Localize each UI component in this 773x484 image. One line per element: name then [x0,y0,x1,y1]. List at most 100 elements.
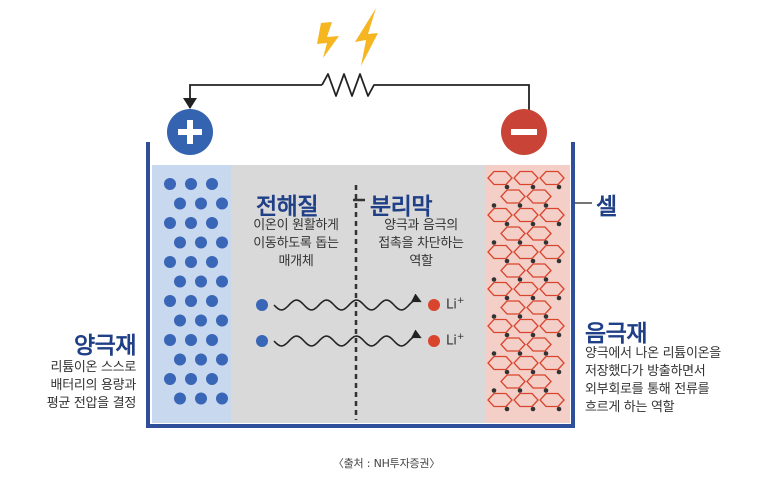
electrolyte-desc: 이온이 원활하게 이동하도록 돕는 매개체 [236,217,356,271]
ion-path-2 [256,329,440,347]
anode-dot [206,295,218,307]
lithium-site-dot [556,332,562,338]
electrolyte-desc-line: 매개체 [278,254,314,269]
ion-charge: + [456,332,465,342]
cell-container [146,142,575,428]
cathode-hexagon [487,207,513,223]
anode-dot [174,197,186,210]
minus-terminal [501,109,547,155]
resistor-icon [321,73,380,97]
lithium-site-dot [543,203,549,208]
anode-dot [206,217,218,229]
anode-dot [195,236,207,249]
lithium-site-dot [491,203,497,208]
anode-dot [216,314,228,327]
anode-dot [174,353,186,366]
anode-dot [195,392,207,405]
lithium-site-dot [543,240,549,245]
anode-dot [206,256,218,268]
cathode-hexagon [539,281,565,297]
anode-dot [164,295,176,307]
anode-dot [174,275,186,288]
anode-dot [164,373,176,385]
anode-dot [195,353,207,366]
cathode-hexagon [539,244,565,260]
cathode-hexagon [539,207,565,223]
cathode-material-desc: 리튬이온 스스로 배터리의 용량과 평균 전압을 결정 [20,359,137,413]
cathode-hexagon [513,392,539,408]
lightning-bolt-icon [317,8,378,66]
lithium-site-dot [504,332,510,338]
separator-desc-line: 접촉을 차단하는 [378,236,464,251]
cathode-hexagon [526,300,552,315]
lithium-site-dot [530,406,536,412]
cathode-hexagon-lattice [487,170,565,412]
lithium-site-dot [556,295,562,301]
anode-dot [216,236,228,249]
anode-material-title: 음극재 [585,321,647,347]
anode-dot [174,314,186,327]
anode-dot [185,178,197,190]
ion-label-2: Li+ [446,332,464,348]
lithium-site-dot [504,184,510,190]
lithium-site-dot [530,369,536,375]
anode-desc-line: 흐르게 하는 역할 [585,400,675,415]
lithium-site-dot [543,351,549,356]
lithium-site-dot [517,351,523,356]
separator-desc-line: 양극과 음극의 [384,218,458,233]
cathode-hexagon [487,355,513,371]
cathode-hexagon [526,189,552,204]
lithium-site-dot [517,314,523,319]
lithium-site-dot [491,314,497,319]
cathode-hexagon [513,281,539,297]
cathode-hexagon [513,355,539,371]
cathode-region [486,165,570,423]
cathode-hexagon [500,337,526,352]
electrolyte-title: 전해질 [256,194,318,220]
ion-end-dot [428,299,440,311]
wire-arrow-icon [183,98,197,109]
lithium-site-dot [556,184,562,190]
cathode-hexagon [487,281,513,297]
cathode-desc-line: 평균 전압을 결정 [46,396,137,411]
cathode-hexagon [526,263,552,278]
anode-dot [216,392,228,405]
anode-material-desc: 양극에서 나온 리튬이온을 저장했다가 방출하면서 외부회로를 통해 전류를 흐… [585,345,721,417]
cathode-hexagon [500,374,526,389]
lithium-site-dot [530,184,536,190]
lithium-site-dot [556,221,562,227]
anode-dot [185,295,197,307]
cathode-hexagon [526,337,552,352]
anode-dot [164,217,176,229]
cathode-hexagon [539,318,565,334]
cathode-hexagon [539,170,565,186]
separator-desc-line: 역할 [409,254,433,269]
lithium-site-dot [530,258,536,264]
electrolyte-desc-line: 이온이 원활하게 [253,218,339,233]
lithium-site-dot [504,295,510,301]
anode-dot [195,197,207,210]
lithium-site-dot [556,258,562,264]
cathode-hexagon [513,318,539,334]
lithium-site-dot [517,240,523,245]
lithium-site-dot [491,388,497,393]
cathode-hexagon [500,226,526,241]
circuit-wire [189,84,530,118]
lithium-site-dot [530,332,536,338]
cathode-hexagon [539,392,565,408]
cathode-hexagon [487,318,513,334]
anode-dot [185,256,197,268]
ion-base: Li [446,297,457,313]
anode-dot [216,197,228,210]
cathode-hexagon [500,263,526,278]
cathode-hexagon [513,207,539,223]
lithium-site-dot [530,221,536,227]
anode-dot [164,178,176,190]
anode-dot [206,373,218,385]
lithium-site-dot [543,277,549,282]
cathode-hexagon [539,355,565,371]
anode-lattice [164,178,228,405]
cell-title: 셀 [596,194,617,220]
anode-dot [216,275,228,288]
